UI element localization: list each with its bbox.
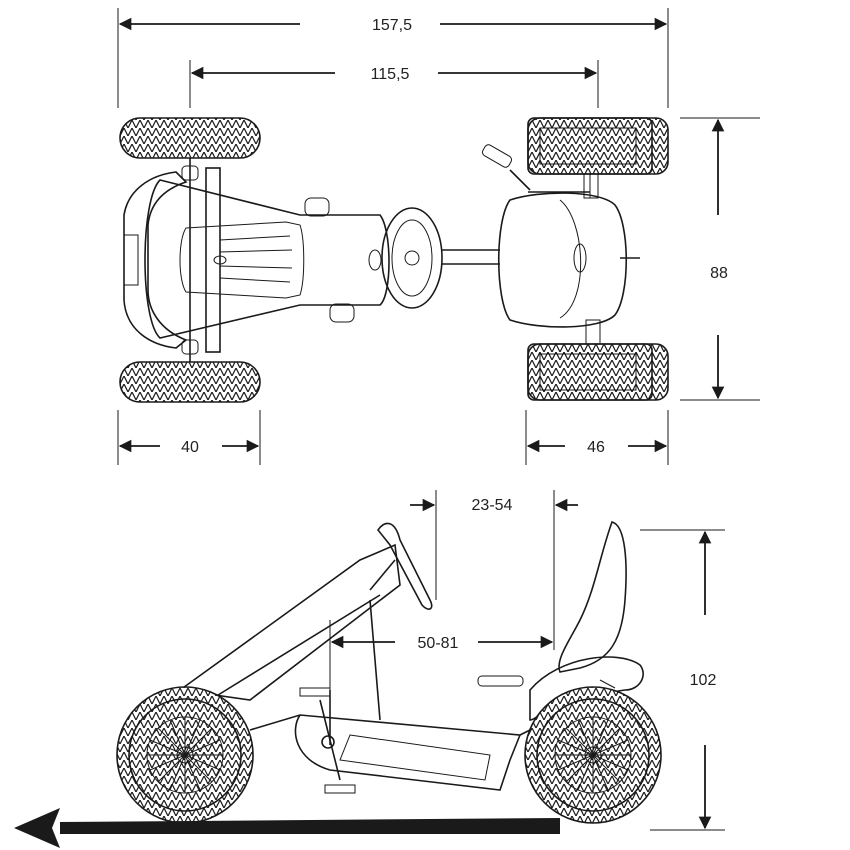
pedal-side	[477, 675, 524, 687]
height-label: 102	[690, 672, 717, 689]
steering-adjust-label: 23-54	[472, 497, 513, 514]
rear-track-dimension: 46	[526, 439, 668, 456]
front-tire-bottom	[119, 361, 261, 403]
overall-length-dimension: 157,5	[118, 17, 668, 34]
steering-column	[442, 249, 500, 265]
seat-adjust-dimension: 50-81	[330, 635, 554, 652]
ground-direction-arrow	[14, 808, 560, 848]
front-wheel-side	[116, 686, 254, 824]
steering-adjust-dimension: 23-54	[410, 497, 578, 514]
rear-tire-bottom	[527, 319, 669, 401]
front-tire-top	[119, 117, 261, 159]
rear-track-label: 46	[587, 439, 605, 456]
steering-wheel-side	[369, 522, 433, 610]
wheelbase-label: 115,5	[371, 66, 410, 83]
gear-lever	[481, 144, 590, 193]
overall-length-label: 157,5	[372, 17, 412, 34]
rear-tire-top	[527, 117, 669, 199]
overall-width-dimension: 88	[710, 118, 728, 400]
front-track-dimension: 40	[118, 439, 260, 456]
seat-adjust-label: 50-81	[418, 635, 459, 652]
seat-top-view	[497, 192, 640, 328]
side-view: 23-54 50-81 102	[14, 490, 725, 848]
overall-width-label: 88	[710, 265, 728, 282]
top-view: 157,5 115,5	[117, 8, 760, 465]
front-track-label: 40	[181, 439, 199, 456]
rear-wheel-side	[524, 686, 662, 824]
steering-wheel-top-view	[381, 207, 443, 309]
wheelbase-dimension: 115,5	[190, 66, 598, 83]
height-dimension: 102	[690, 530, 717, 830]
body-top-view	[144, 179, 390, 339]
front-frame-top-view	[123, 158, 221, 362]
